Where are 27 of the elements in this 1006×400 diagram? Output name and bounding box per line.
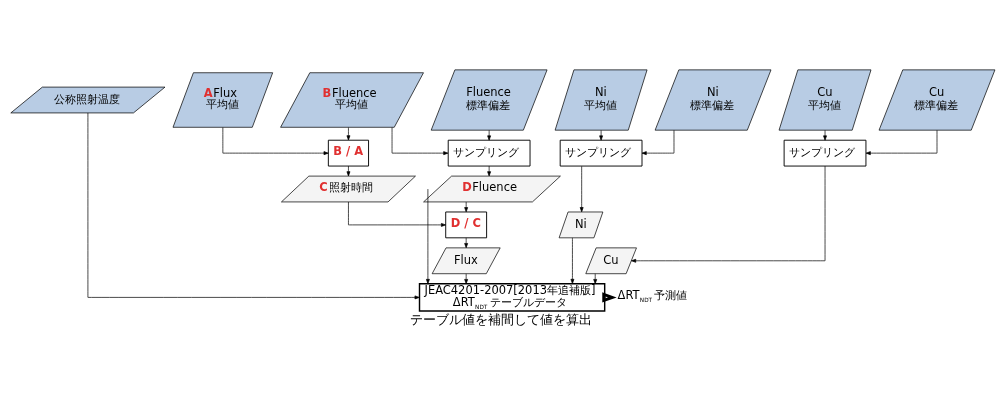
arrow — [865, 129, 938, 155]
arrow — [487, 165, 491, 176]
arrow — [570, 237, 575, 284]
arrow — [579, 165, 584, 212]
arrow — [426, 188, 430, 284]
arrow — [464, 201, 469, 212]
arrow — [222, 126, 329, 155]
caption: テーブル値を補間して値を算出 — [410, 311, 593, 327]
arrow — [464, 272, 469, 284]
node-box: D / C — [445, 211, 488, 238]
arrow — [346, 165, 351, 176]
node-box: サンプリング — [447, 139, 531, 166]
arrow — [87, 112, 420, 299]
arrow — [593, 272, 598, 284]
arrow — [641, 129, 675, 155]
arrow — [348, 201, 447, 227]
arrow — [823, 129, 827, 140]
node-text: ΔRT$_{NDT}$ 予測値 — [617, 287, 688, 303]
arrow — [631, 165, 826, 263]
node-box: B / A — [327, 139, 369, 166]
arrow — [599, 129, 603, 140]
node-box: サンプリング — [783, 139, 867, 166]
arrow — [391, 126, 449, 155]
arrow — [346, 126, 351, 140]
arrow — [487, 129, 491, 140]
arrow — [464, 237, 469, 248]
node-box: サンプリング — [559, 139, 643, 166]
